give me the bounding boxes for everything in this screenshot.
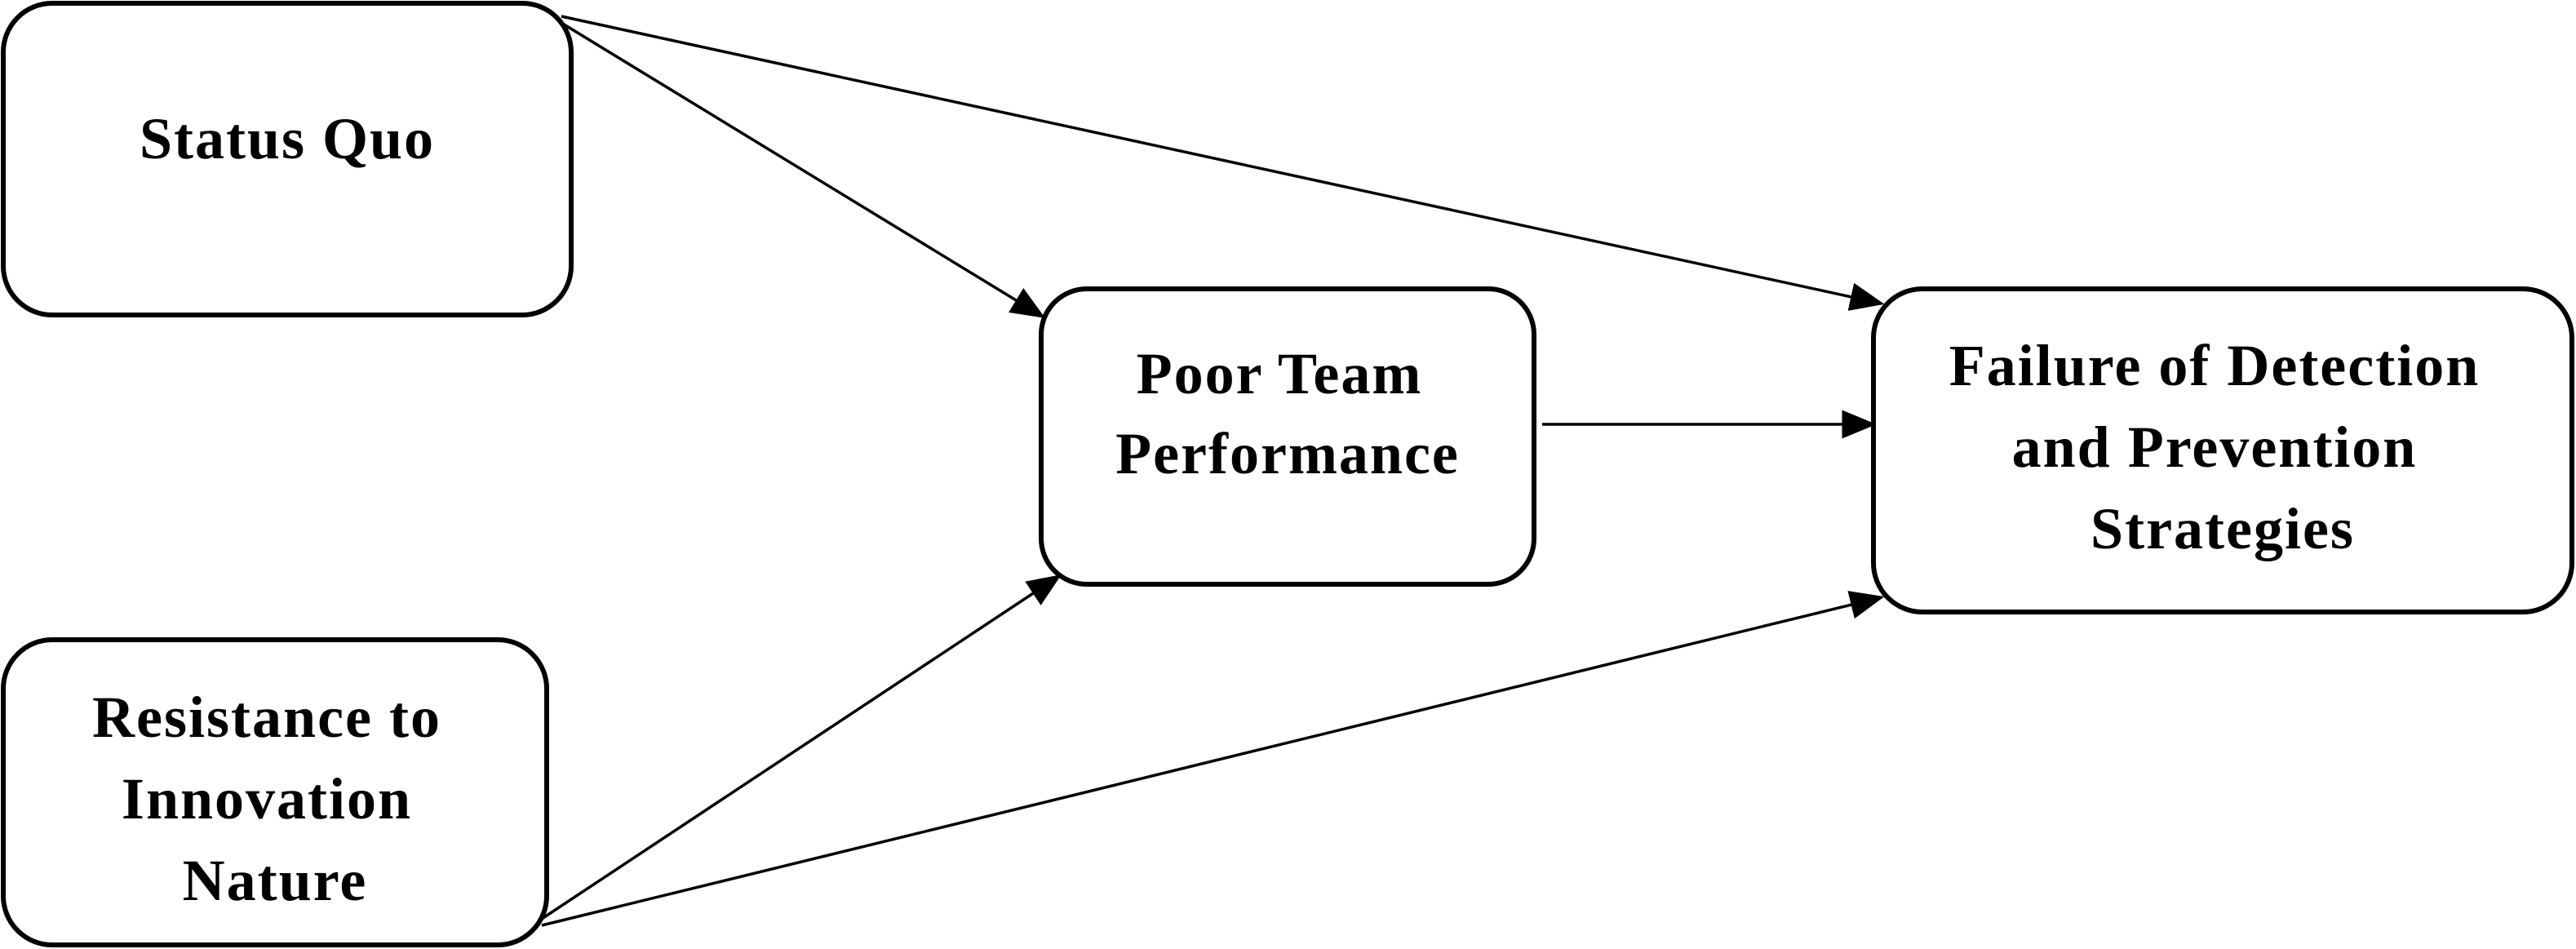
edges [541, 15, 1885, 927]
node-poor-team-box [1039, 286, 1536, 587]
node-poor-team-line: Performance [1115, 421, 1460, 486]
edge-resistance-to-failure [541, 591, 1885, 927]
node-resistance-label: Resistance to Innovation Nature [92, 685, 458, 913]
node-failure-line: Failure of Detection [1949, 333, 2481, 398]
edge-resistance-to-poor-team [541, 574, 1062, 920]
node-status-quo-line: Status Quo [140, 106, 435, 171]
edge-status-quo-to-poor-team [561, 21, 1045, 318]
node-resistance-line: Innovation [122, 766, 412, 831]
node-failure-label: Failure of Detection and Prevention Stra… [1949, 333, 2497, 561]
node-failure-line: Strategies [2091, 496, 2355, 561]
node-failure: Failure of Detection and Prevention Stra… [1871, 286, 2574, 614]
node-resistance: Resistance to Innovation Nature [1, 637, 549, 947]
node-resistance-line: Nature [183, 848, 368, 913]
node-failure-box [1871, 286, 2574, 614]
node-resistance-box [1, 637, 549, 947]
node-status-quo: Status Quo [1, 1, 574, 317]
node-status-quo-label: Status Quo [140, 106, 435, 171]
node-status-quo-box [1, 1, 574, 317]
node-poor-team: Poor Team Performance [1039, 286, 1536, 587]
node-poor-team-label: Poor Team Performance [1115, 341, 1460, 486]
node-resistance-line: Resistance to [92, 685, 441, 750]
node-failure-line: and Prevention [2012, 415, 2418, 480]
edge-status-quo-to-failure [561, 15, 1885, 311]
node-poor-team-line: Poor Team [1137, 341, 1423, 406]
